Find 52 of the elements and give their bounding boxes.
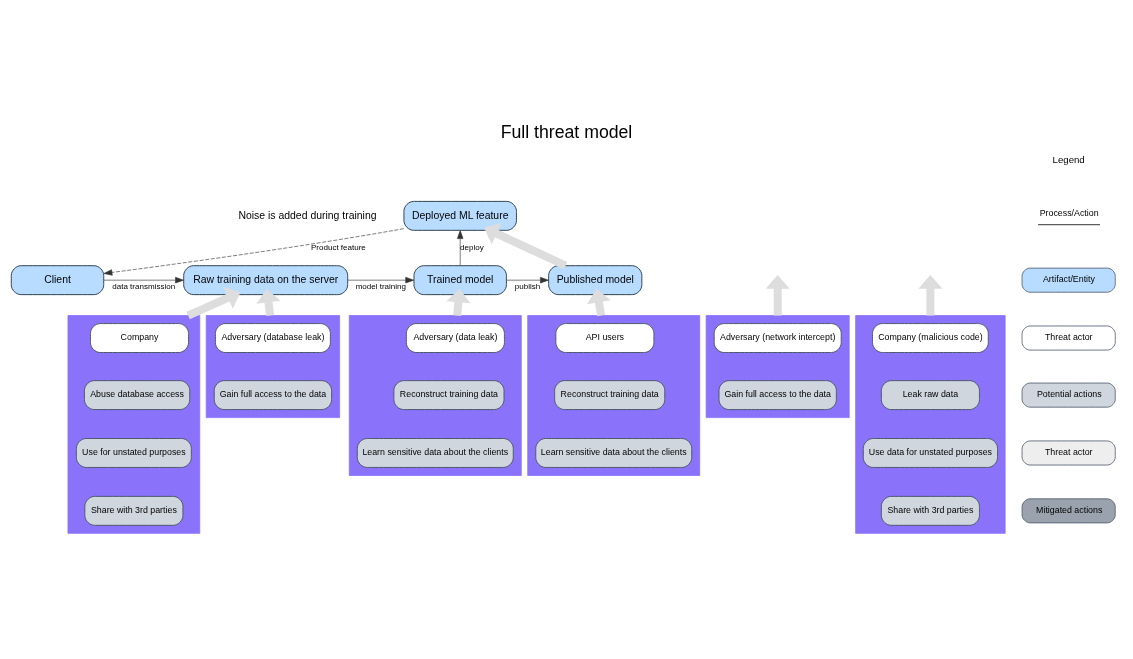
node-box: Adversary (database leak) [214, 322, 331, 353]
arrow [457, 229, 464, 266]
node-box: Gain full access to the data [213, 379, 333, 410]
node-box: Adversary (data leak) [405, 322, 505, 353]
cluster [527, 314, 701, 476]
edge-label: deploy [460, 242, 484, 252]
cluster [67, 314, 201, 534]
legend-label: Threat actor [1044, 331, 1093, 342]
legend-label: Threat actor [1044, 446, 1093, 457]
arrow [347, 276, 415, 283]
cluster [855, 314, 1006, 534]
label: Legend [1052, 153, 1085, 165]
edge-label: Product feature [311, 242, 366, 252]
node-box: Share with 3rd parties [880, 495, 980, 526]
node-box: Learn sensitive data about the clients [356, 437, 514, 468]
node-box: Company (malicious code) [872, 322, 989, 353]
node-box: Trained model [413, 264, 507, 295]
node-box: API users [555, 322, 655, 353]
node-box: Reconstruct training data [554, 379, 666, 410]
node-box: Deployed ML feature [403, 200, 517, 231]
arrow [506, 276, 549, 283]
node-box: Gain full access to the data [718, 379, 837, 410]
node-box: Company [90, 322, 189, 353]
legend-label: Process/Action [1039, 207, 1099, 218]
label: Noise is added during training [238, 209, 377, 221]
arrow [765, 274, 790, 316]
arrow [186, 286, 241, 319]
edge-label: data transmission [112, 281, 176, 291]
node-box: Abuse database access [83, 379, 191, 410]
node-box: Adversary (network intercept) [713, 322, 842, 353]
edge-label: model training [355, 281, 407, 291]
edge-label: publish [514, 281, 541, 291]
legend-label: Potential actions [1036, 388, 1102, 399]
node-box: Learn sensitive data about the clients [535, 437, 693, 468]
node-box: Leak raw data [880, 379, 980, 410]
cluster [705, 314, 850, 418]
node-box: Use for unstated purposes [75, 437, 192, 468]
arrow [103, 227, 405, 276]
arrow [918, 274, 943, 316]
cluster [348, 314, 522, 476]
cluster [205, 314, 341, 418]
node-box: Client [10, 264, 105, 295]
arrow [103, 276, 184, 283]
node-box: Share with 3rd parties [84, 495, 184, 526]
arrow [484, 222, 568, 269]
node-box: Published model [548, 264, 643, 295]
legend-label: Artifact/Entity [1042, 273, 1095, 284]
node-box: Use data for unstated purposes [862, 437, 998, 468]
node-box: Reconstruct training data [393, 379, 505, 410]
legend-label: Mitigated actions [1036, 504, 1103, 515]
diagram-title: Full threat model [500, 121, 633, 142]
node-box: Raw training data on the server [183, 264, 349, 295]
